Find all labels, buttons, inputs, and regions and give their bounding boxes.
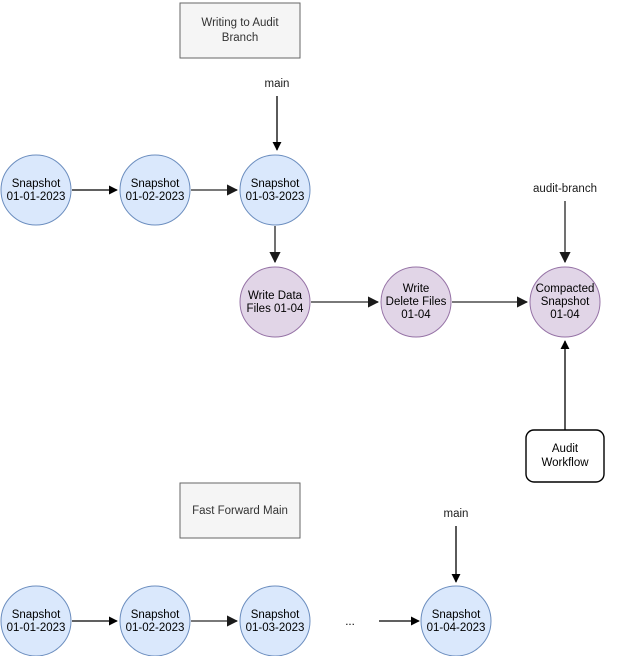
node-label-line1: Snapshot	[131, 178, 180, 190]
node-label-line2: 01-02-2023	[126, 191, 185, 203]
node-circle[interactable]	[239, 154, 311, 226]
node-label-line3: 01-04	[550, 309, 580, 321]
node-snapshot-01-01-2023-bottom[interactable]: Snapshot 01-01-2023	[0, 585, 72, 656]
audit-workflow-label-line1: Audit	[552, 443, 579, 455]
node-label-line2: 01-02-2023	[126, 622, 185, 634]
node-audit-workflow[interactable]: Audit Workflow	[525, 429, 605, 483]
node-label-line1: Write	[403, 283, 430, 295]
node-label-line2: 01-03-2023	[246, 622, 305, 634]
group-box-writing-to-audit-branch: Writing to Audit Branch	[179, 2, 301, 59]
node-write-delete-files-01-04[interactable]: Write Delete Files 01-04	[380, 266, 452, 338]
node-circle[interactable]	[239, 266, 311, 338]
node-label-line1: Compacted	[536, 283, 595, 295]
node-label-line1: Snapshot	[432, 609, 481, 621]
node-label-line2: 01-04-2023	[427, 622, 486, 634]
audit-workflow-label-line2: Workflow	[541, 457, 589, 469]
branch-label-main-bottom: main	[444, 508, 469, 520]
node-circle[interactable]	[420, 585, 492, 656]
node-label-line1: Write Data	[248, 290, 303, 302]
node-circle[interactable]	[119, 585, 191, 656]
node-circle[interactable]	[529, 266, 601, 338]
branch-label-audit-branch: audit-branch	[533, 183, 597, 195]
audit-workflow-rect[interactable]	[525, 429, 605, 483]
node-circle[interactable]	[0, 154, 72, 226]
group-box-label-line1: Writing to Audit	[201, 17, 279, 29]
node-snapshot-01-01-2023-top[interactable]: Snapshot 01-01-2023	[0, 154, 72, 226]
node-write-data-files-01-04[interactable]: Write Data Files 01-04	[239, 266, 311, 338]
node-label-line2: 01-03-2023	[246, 191, 305, 203]
node-circle[interactable]	[119, 154, 191, 226]
node-label-line2: 01-01-2023	[7, 622, 66, 634]
node-label-line1: Snapshot	[251, 609, 300, 621]
node-label-line2: Delete Files	[386, 296, 447, 308]
node-label-line1: Snapshot	[12, 609, 61, 621]
node-label-line1: Snapshot	[12, 178, 61, 190]
group-box-label-line2: Branch	[222, 32, 258, 44]
node-snapshot-01-03-2023-top[interactable]: Snapshot 01-03-2023	[239, 154, 311, 226]
group-box-label-line1: Fast Forward Main	[192, 505, 288, 517]
node-snapshot-01-04-2023-bottom[interactable]: Snapshot 01-04-2023	[420, 585, 492, 656]
group-box-rect	[179, 2, 301, 59]
node-label-line2: 01-01-2023	[7, 191, 66, 203]
node-circle[interactable]	[0, 585, 72, 656]
node-label-line2: Files 01-04	[247, 303, 304, 315]
group-box-rect	[179, 482, 301, 539]
node-circle[interactable]	[380, 266, 452, 338]
node-snapshot-01-02-2023-bottom[interactable]: Snapshot 01-02-2023	[119, 585, 191, 656]
group-box-fast-forward-main: Fast Forward Main	[179, 482, 301, 539]
node-circle[interactable]	[239, 585, 311, 656]
node-snapshot-01-03-2023-bottom[interactable]: Snapshot 01-03-2023	[239, 585, 311, 656]
node-label-line3: 01-04	[401, 309, 431, 321]
node-label-line1: Snapshot	[251, 178, 300, 190]
node-compacted-snapshot-01-04[interactable]: Compacted Snapshot 01-04	[529, 266, 601, 338]
ellipsis-separator: ...	[345, 616, 355, 628]
branch-label-main-top: main	[265, 78, 290, 90]
node-snapshot-01-02-2023-top[interactable]: Snapshot 01-02-2023	[119, 154, 191, 226]
node-label-line1: Snapshot	[131, 609, 180, 621]
node-label-line2: Snapshot	[541, 296, 590, 308]
